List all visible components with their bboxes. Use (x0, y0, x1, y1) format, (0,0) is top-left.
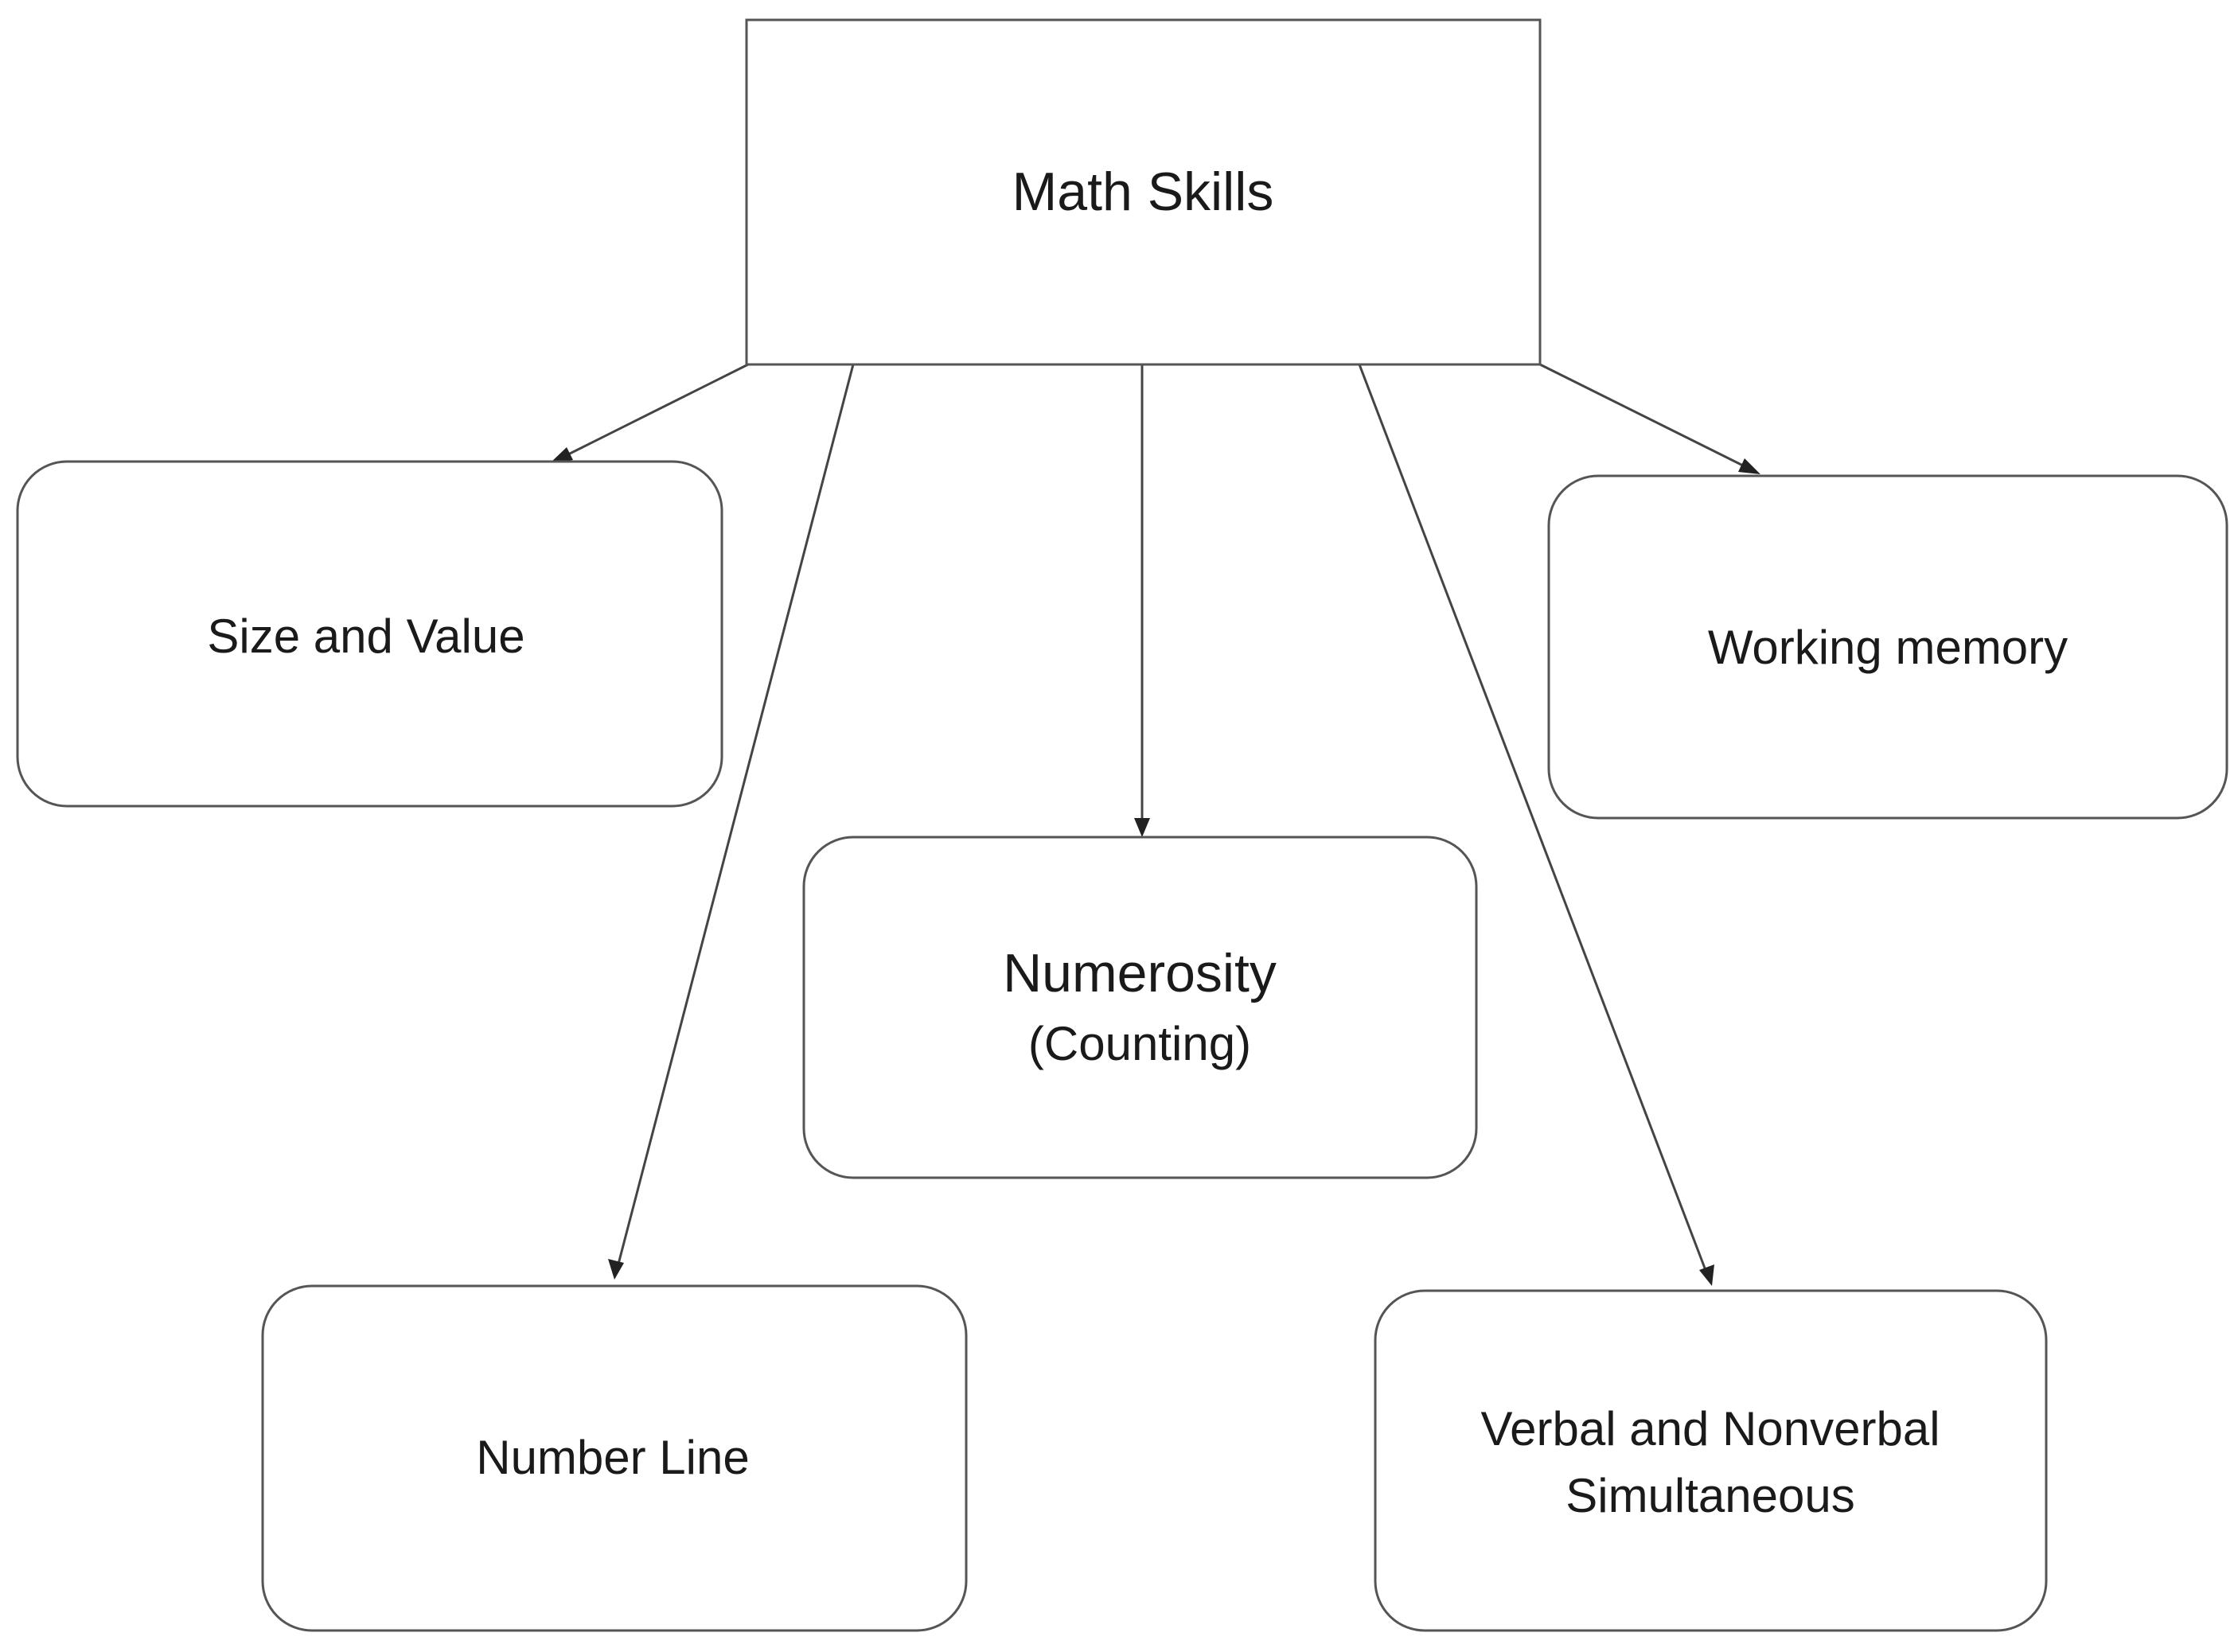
node-verbal-and-nonverbal-label-line2: Simultaneous (1565, 1469, 1855, 1522)
node-number-line: Number Line (261, 1284, 968, 1632)
arrowhead-number-line (608, 1259, 624, 1280)
node-size-and-value-label: Size and Value (207, 610, 524, 663)
node-working-memory: Working memory (1547, 474, 2228, 820)
node-verbal-and-nonverbal: Verbal and Nonverbal Simultaneous (1374, 1289, 2048, 1632)
connectors (549, 363, 1760, 1286)
node-number-line-label: Number Line (476, 1431, 750, 1484)
node-numerosity-label-line1: Numerosity (1003, 943, 1277, 1003)
node-numerosity: Numerosity (Counting) (802, 836, 1478, 1179)
node-size-and-value: Size and Value (16, 460, 723, 808)
arrow-to-number-line (615, 364, 855, 1271)
node-working-memory-label: Working memory (1708, 621, 2068, 674)
root-node-math-skills: Math Skills (745, 18, 1542, 366)
node-numerosity-label-line2: (Counting) (1028, 1017, 1251, 1070)
root-node-label: Math Skills (1012, 162, 1274, 222)
arrow-to-working-memory (1539, 363, 1752, 471)
arrowhead-verbal-and-nonverbal (1699, 1264, 1714, 1286)
arrowhead-size-and-value (549, 447, 573, 464)
arrowhead-numerosity (1134, 818, 1150, 837)
arrowhead-working-memory (1738, 458, 1760, 474)
node-verbal-and-nonverbal-label-line1: Verbal and Nonverbal (1480, 1402, 1940, 1455)
arrow-to-size-and-value (556, 363, 749, 462)
arrow-to-verbal-and-nonverbal (1358, 364, 1710, 1277)
